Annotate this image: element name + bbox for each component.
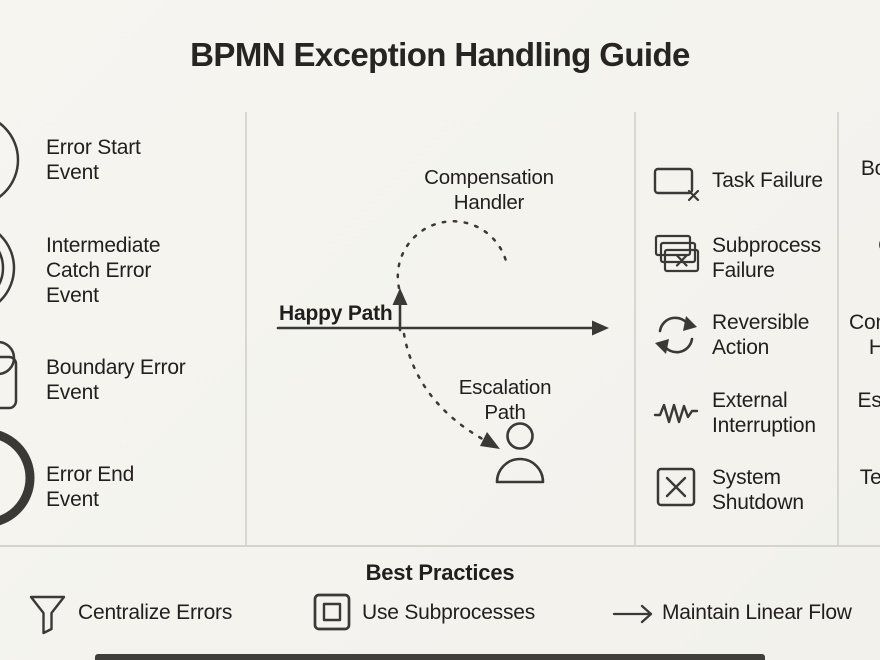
escalation-arrowhead — [480, 432, 500, 449]
error-end-event-icon — [0, 430, 35, 526]
best-practices-heading: Best Practices — [365, 560, 515, 585]
best-practice-label: Maintain Linear Flow — [662, 601, 852, 624]
failure-label: System Shutdown — [712, 466, 804, 514]
right-arrow-icon — [612, 604, 653, 624]
external-interruption-icon — [653, 403, 699, 424]
frame-bottom-bar — [95, 654, 765, 660]
escalation-path-curve — [402, 332, 488, 443]
intermediate-catch-error-event-icon — [0, 233, 16, 303]
failure-label: Task Failure — [712, 169, 823, 192]
system-shutdown-icon — [656, 467, 696, 507]
divider-left — [245, 112, 247, 546]
compensation-handler-label: Compensation Handler — [424, 166, 554, 214]
best-practice-label: Centralize Errors — [78, 601, 233, 624]
handler-label: Boundary Event — [860, 157, 880, 205]
branch-up-arrowhead — [392, 288, 408, 305]
event-label: Boundary Error Event — [46, 356, 186, 404]
handler-label: Compensation Handler — [849, 311, 880, 359]
best-practice-label: Use Subprocesses — [362, 601, 536, 624]
handler-label: Terminate Event — [859, 466, 880, 514]
event-label: Error Start Event — [46, 136, 141, 184]
flow-diagram — [276, 220, 609, 484]
divider-right — [837, 112, 839, 546]
handler-label: Escalation Event — [857, 389, 880, 437]
task-failure-icon — [653, 167, 700, 202]
escalation-path-label: Escalation Path — [458, 376, 552, 424]
boundary-error-event-icon — [0, 340, 18, 410]
subprocess-failure-icon — [654, 234, 700, 273]
funnel-icon — [29, 595, 66, 635]
handler-label: Catch Event — [849, 233, 880, 283]
divider-middle — [634, 112, 636, 546]
person-icon — [495, 422, 545, 484]
event-label: Intermediate Catch Error Event — [46, 234, 161, 307]
happy-path-arrowhead — [592, 320, 609, 336]
failure-label: Reversible Action — [712, 311, 810, 359]
happy-path-label: Happy Path — [279, 302, 393, 325]
divider-bottom — [0, 545, 880, 547]
error-start-event-icon — [0, 121, 20, 199]
failure-label: External Interruption — [712, 389, 816, 437]
nested-square-icon — [313, 593, 351, 631]
compensation-loop-arc — [396, 220, 509, 290]
page-title: BPMN Exception Handling Guide — [190, 36, 690, 73]
event-label: Error End Event — [46, 463, 135, 511]
reversible-action-icon — [655, 316, 697, 354]
failure-label: Subprocess Failure — [712, 234, 821, 282]
